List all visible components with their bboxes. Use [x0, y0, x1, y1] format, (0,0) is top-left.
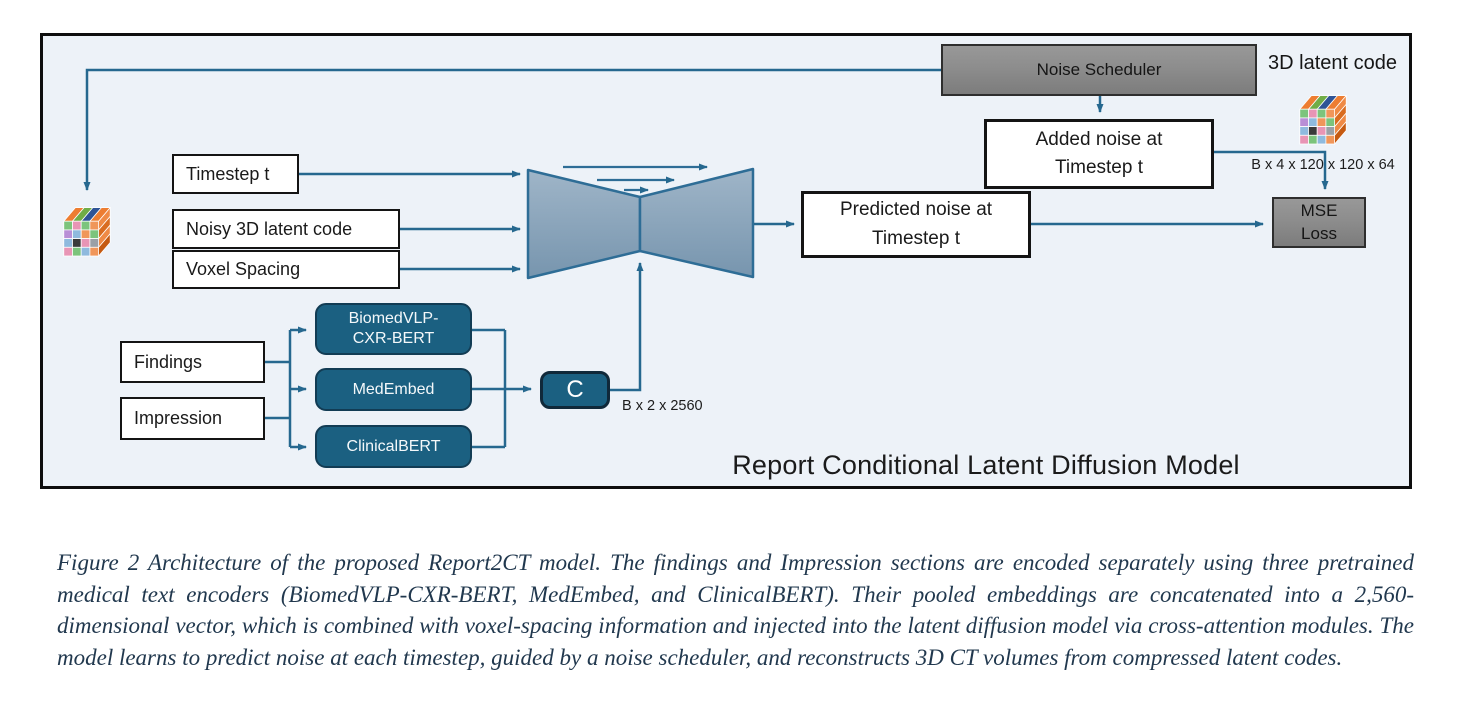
noisy-latent-box: Noisy 3D latent code [172, 209, 400, 249]
medembed-box: MedEmbed [315, 368, 472, 411]
figure-caption: Figure 2 Architecture of the proposed Re… [57, 550, 1414, 671]
voxel-spacing-label: Voxel Spacing [186, 259, 301, 279]
clinicalbert-box: ClinicalBERT [315, 425, 472, 468]
impression-label: Impression [134, 408, 223, 428]
noise-scheduler-box: Noise Scheduler [941, 44, 1257, 96]
clinicalbert-label: ClinicalBERT [346, 437, 441, 455]
predicted-noise-box: Predicted noise at Timestep t [801, 191, 1031, 258]
medembed-label: MedEmbed [352, 380, 435, 398]
connector-lines [83, 68, 1329, 451]
diagram-title: Report Conditional Latent Diffusion Mode… [732, 450, 1240, 480]
mse-loss-box: MSE Loss [1272, 197, 1366, 248]
added-noise-line1: Added noise at [1035, 128, 1163, 150]
biomedvlp-line1: BiomedVLP- [348, 310, 439, 327]
biomedvlp-line2: CXR-BERT [352, 330, 435, 347]
noise-scheduler-label: Noise Scheduler [1036, 60, 1162, 79]
skip-connection-arrows [563, 163, 708, 194]
predicted-noise-line2: Timestep t [872, 227, 960, 249]
timestep-box: Timestep t [172, 154, 299, 194]
mse-loss-line1: MSE [1300, 200, 1338, 220]
concat-label: C [566, 376, 584, 403]
findings-label: Findings [134, 351, 203, 372]
3d-latent-code-cube-icon [62, 206, 112, 258]
added-noise-box: Added noise at Timestep t [984, 119, 1214, 189]
impression-box: Impression [120, 397, 265, 440]
latent-code-label: 3D latent code [1268, 52, 1397, 74]
noise-dims-label: B x 4 x 120 x 120 x 64 [1251, 157, 1395, 173]
noisy-latent-label: Noisy 3D latent code [186, 218, 353, 239]
voxel-spacing-box: Voxel Spacing [172, 250, 400, 289]
concat-box: C [540, 371, 610, 409]
3d-latent-code-cube-icon [1298, 94, 1348, 146]
mse-loss-line2: Loss [1301, 223, 1337, 243]
timestep-label: Timestep t [186, 163, 270, 184]
predicted-noise-line1: Predicted noise at [839, 199, 993, 220]
embed-dims-label: B x 2 x 2560 [622, 398, 703, 414]
biomedvlp-cxr-bert-box: BiomedVLP- CXR-BERT [315, 303, 472, 355]
added-noise-line2: Timestep t [1055, 157, 1143, 178]
findings-box: Findings [120, 341, 265, 383]
unet-hourglass-shape [526, 167, 755, 280]
